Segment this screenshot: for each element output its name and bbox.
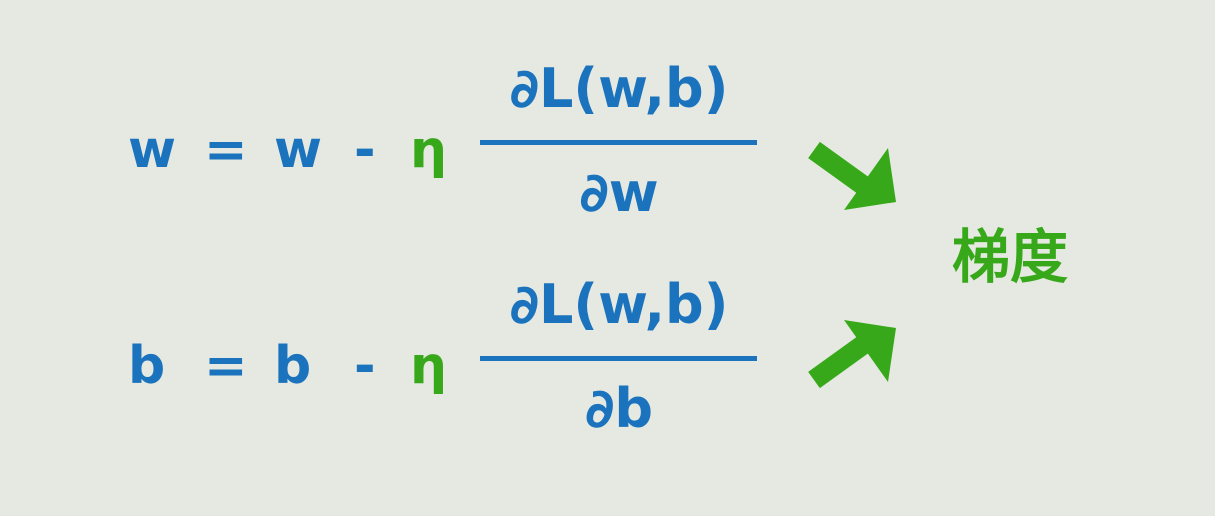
arrow-down-right-icon — [808, 141, 896, 210]
learning-rate-eta: η — [410, 120, 448, 180]
fraction-bar — [480, 140, 757, 145]
equation-rhs-w: w — [274, 120, 323, 180]
gradient-label: 梯度 — [952, 223, 1069, 291]
bias-update-equation: b = b - η ∂L(w,b) ∂b — [0, 278, 780, 478]
fraction-numerator: ∂L(w,b) — [509, 57, 729, 120]
weight-update-equation: w = w - η ∂L(w,b) ∂w — [0, 62, 780, 262]
fraction-denominator: ∂b — [584, 377, 654, 440]
equals-sign: = — [204, 336, 248, 396]
equation-lhs-b: b — [128, 336, 166, 396]
minus-sign: - — [354, 336, 376, 396]
minus-sign: - — [354, 120, 376, 180]
equation-lhs-w: w — [128, 120, 177, 180]
fraction-bar — [480, 356, 757, 361]
fraction-numerator: ∂L(w,b) — [509, 273, 729, 336]
equals-sign: = — [204, 120, 248, 180]
learning-rate-eta: η — [410, 336, 448, 396]
fraction-denominator: ∂w — [579, 161, 659, 224]
equation-rhs-b: b — [274, 336, 312, 396]
arrow-up-right-icon — [808, 320, 896, 389]
